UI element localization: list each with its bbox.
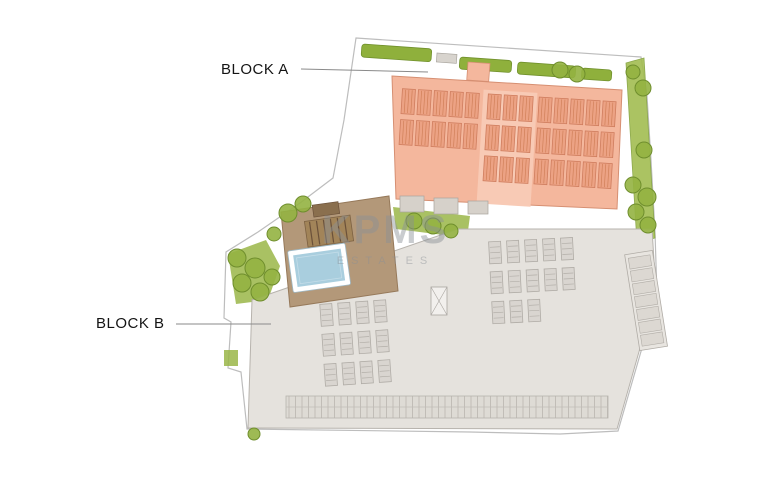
trees [227,61,657,441]
leader-lines [176,68,429,325]
block-a [391,61,623,215]
block-a-label: BLOCK A [221,61,289,78]
parking-strip-right [624,249,668,352]
pool [287,242,351,293]
entry-pad [435,52,458,64]
stair-cores [399,195,489,215]
leader-line-block-a [300,68,429,73]
block-b-label: BLOCK B [96,315,165,332]
pergola [303,201,355,248]
pool-deck [280,195,399,308]
elevator-core [430,286,448,316]
top-hedges [360,43,613,82]
